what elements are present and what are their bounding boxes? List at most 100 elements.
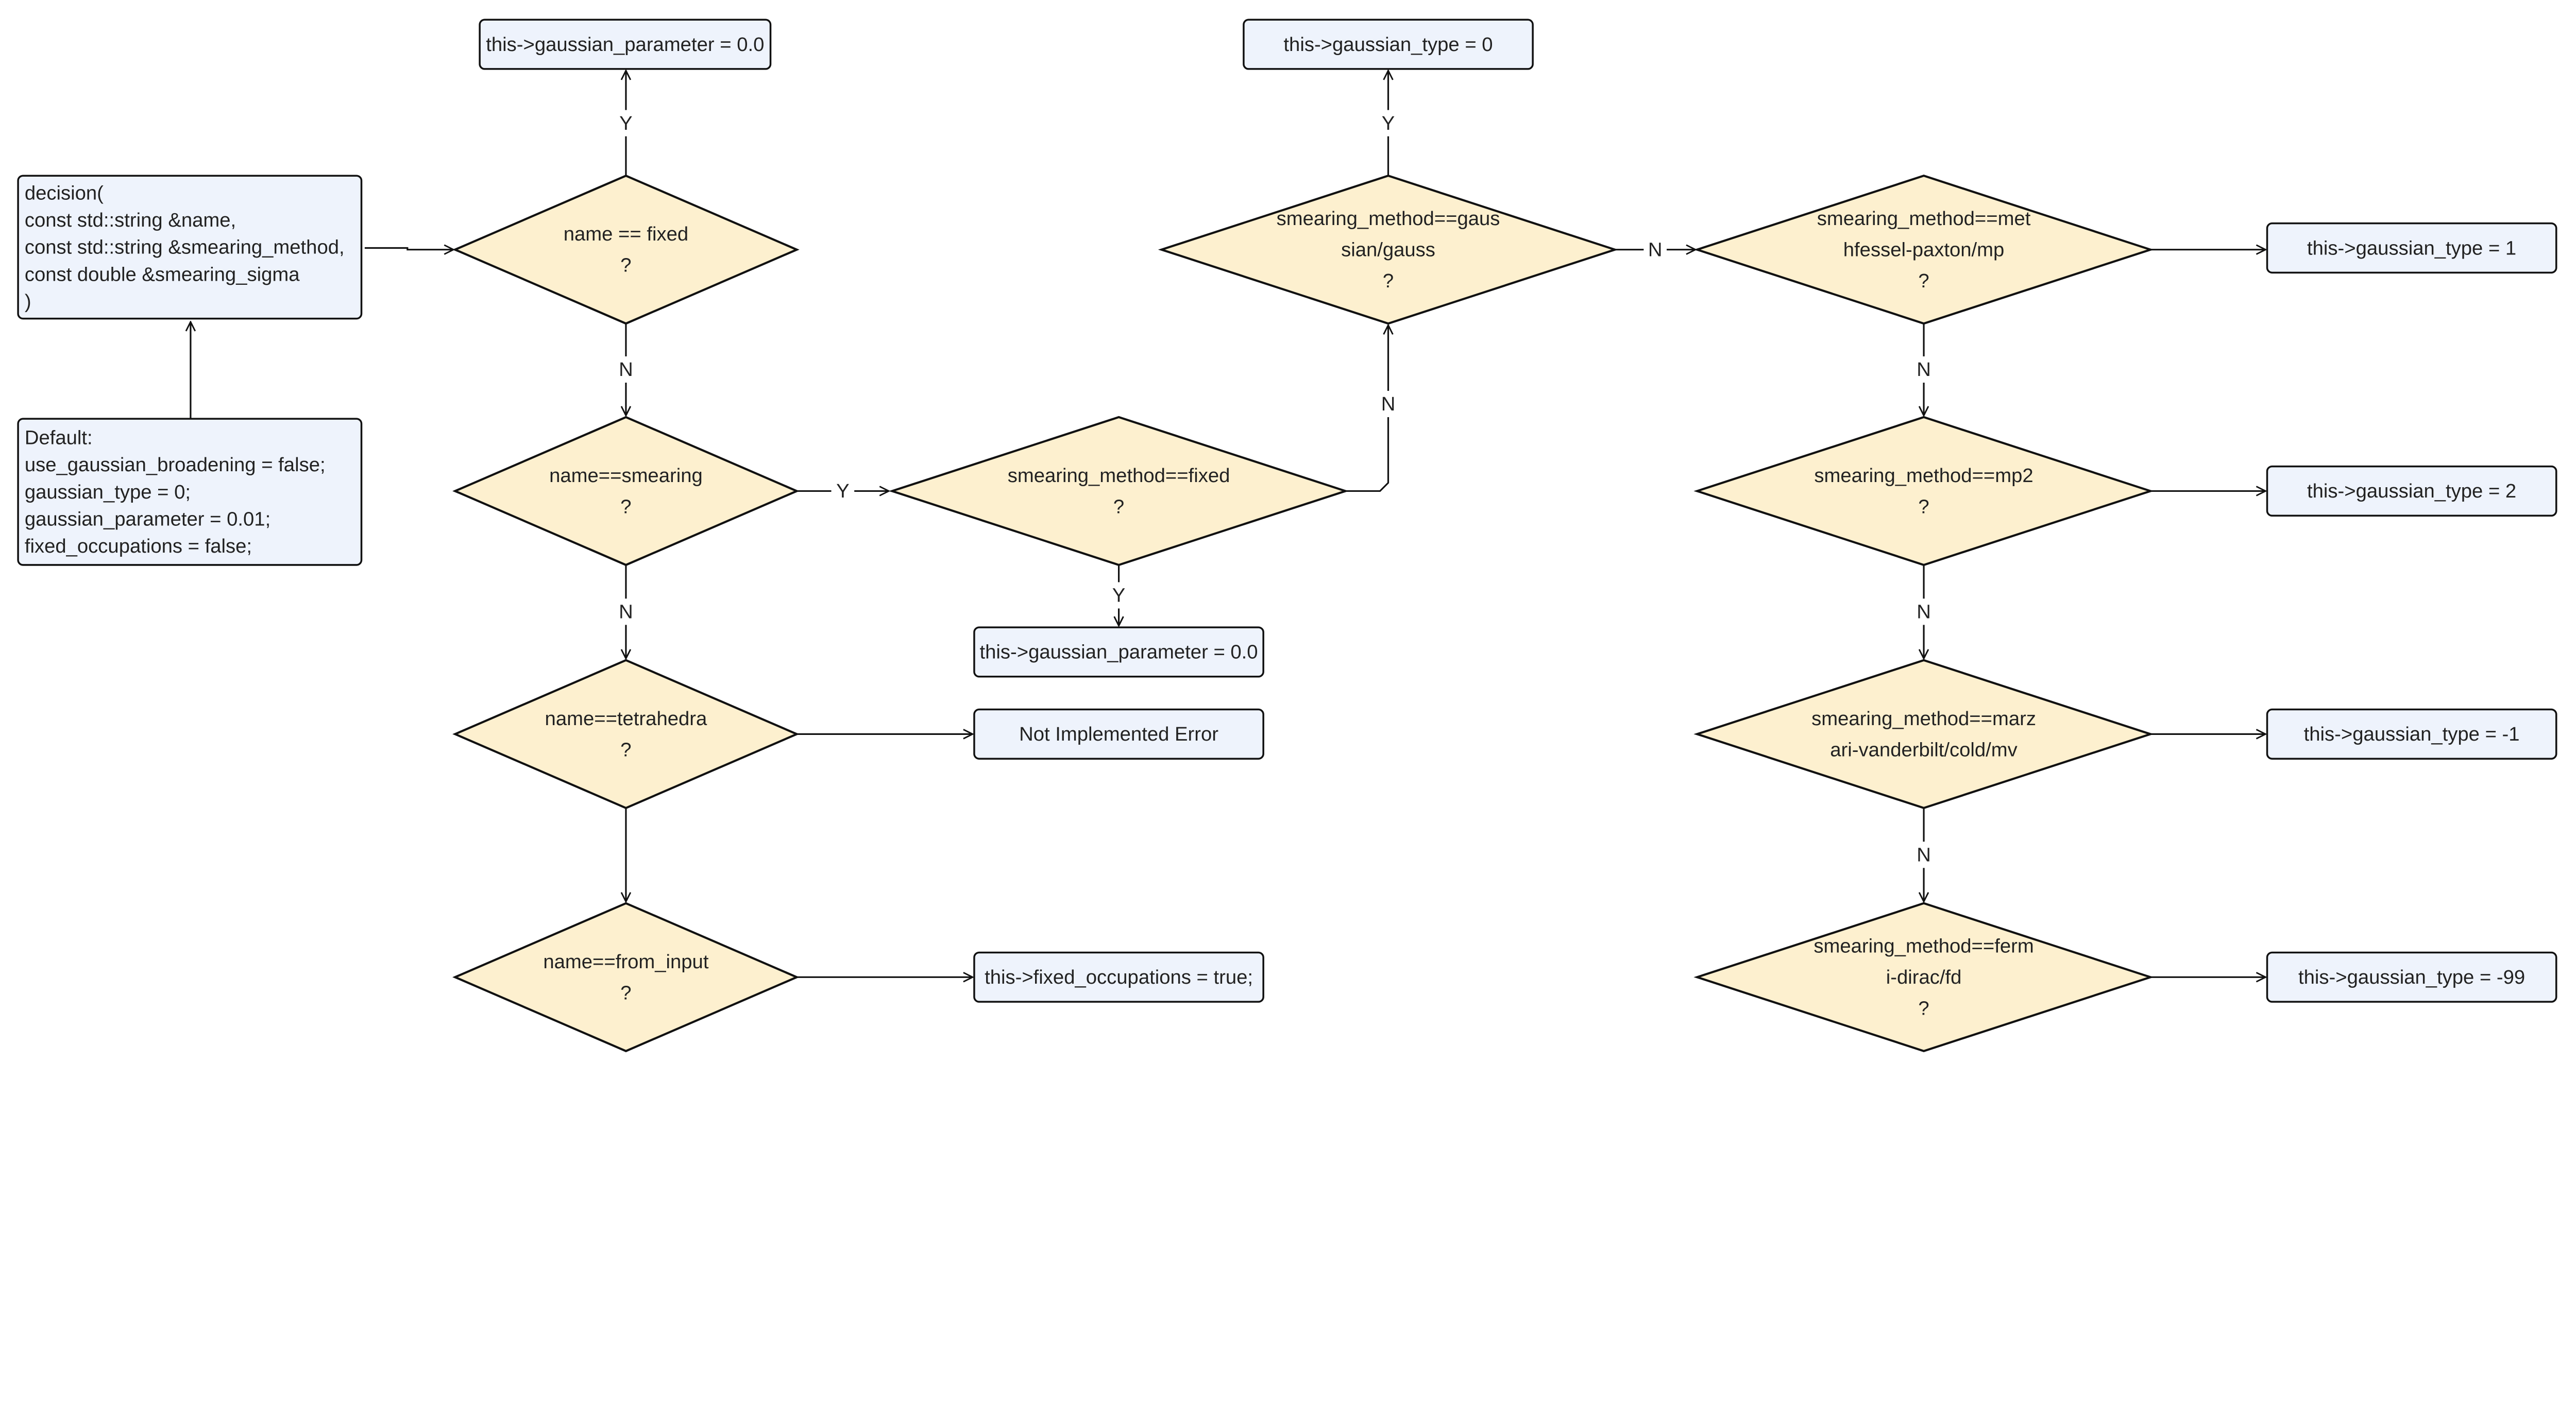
- label-bg: [1912, 356, 1936, 383]
- node-d-sm-fixed: smearing_method==fixed?: [888, 416, 1349, 567]
- node-text-line: name == fixed: [564, 223, 688, 245]
- decision-diamond: [1693, 416, 2154, 567]
- node-p-gtm1: this->gaussian_type = -1: [2266, 708, 2557, 760]
- node-text-line: fixed_occupations = false;: [25, 535, 252, 557]
- node-text-line: ?: [1383, 270, 1394, 292]
- decision-diamond: [1158, 175, 1619, 325]
- node-d-input: name==from_input?: [452, 902, 800, 1053]
- process-box: [17, 418, 363, 566]
- edge-label: N: [619, 358, 633, 381]
- label-bg: [831, 477, 855, 504]
- edge-d-sm-fixed-to-p-gp-mid: Y: [1107, 564, 1130, 626]
- connector-arrow: [364, 248, 453, 250]
- node-text-line: Not Implemented Error: [1019, 723, 1218, 745]
- node-p-gt1: this->gaussian_type = 1: [2266, 222, 2557, 274]
- node-text-line: ?: [1918, 495, 1929, 518]
- node-text-line: ?: [620, 254, 631, 277]
- node-text-line: hfessel-paxton/mp: [1843, 238, 2005, 261]
- node-p-nie: Not Implemented Error: [973, 708, 1264, 760]
- node-text-line: name==from_input: [543, 951, 708, 973]
- edge-label: Y: [836, 480, 850, 502]
- label-bg: [1912, 842, 1936, 868]
- node-text-line: sian/gauss: [1341, 238, 1435, 261]
- node-text-line: const double &smearing_sigma: [25, 263, 300, 285]
- node-text-line: const std::string &smearing_method,: [25, 236, 345, 259]
- node-text-line: this->gaussian_parameter = 0.0: [980, 641, 1258, 663]
- node-text-line: smearing_method==gaus: [1277, 208, 1500, 230]
- edge-d-gauss-to-d-mp: N: [1615, 236, 1696, 263]
- node-d-fd: smearing_method==ferm i-dirac/fd?: [1693, 902, 2154, 1052]
- label-bg: [1377, 110, 1400, 136]
- node-text-line: ?: [620, 982, 631, 1004]
- node-decision-fn: decision(const std::string &name,const s…: [17, 175, 363, 320]
- process-box: [17, 175, 363, 320]
- label-bg: [614, 110, 638, 136]
- edge-d-mp2-to-d-mv: N: [1912, 564, 1936, 659]
- node-text-line: name==smearing: [549, 465, 703, 487]
- node-text-line: smearing_method==mp2: [1814, 465, 2033, 487]
- node-p-fixocc: this->fixed_occupations = true;: [973, 951, 1264, 1003]
- process-box: [2266, 465, 2557, 517]
- edge-d-sm-fixed-to-d-gauss: N: [1345, 325, 1400, 492]
- node-p-gt0: this->gaussian_type = 0: [1243, 19, 1534, 70]
- node-text-line: i-dirac/fd: [1886, 966, 1962, 988]
- edge-label: Y: [1382, 112, 1395, 134]
- process-box: [973, 951, 1264, 1003]
- node-d-gauss: smearing_method==gaus sian/gauss?: [1158, 175, 1619, 325]
- edge-d-fixed-to-p-gp-top: Y: [614, 71, 638, 176]
- node-text-line: this->gaussian_type = -1: [2304, 723, 2520, 745]
- label-bg: [1643, 236, 1667, 263]
- edge-d-smearing-to-d-tetra: N: [614, 564, 638, 659]
- node-text-line: ?: [1918, 998, 1929, 1020]
- process-box: [973, 708, 1264, 760]
- edge-label: Y: [619, 112, 633, 134]
- decision-diamond: [888, 416, 1349, 567]
- node-text-line: smearing_method==fixed: [1008, 465, 1230, 487]
- label-bg: [1912, 598, 1936, 625]
- node-d-mv: smearing_method==marz ari-vanderbilt/cold…: [1693, 659, 2154, 810]
- edge-d-smearing-to-d-sm-fixed: Y: [796, 477, 889, 504]
- edge-label: Y: [1112, 585, 1126, 607]
- node-d-fixed: name == fixed?: [452, 174, 800, 325]
- decision-diamond: [452, 174, 800, 325]
- node-d-tetra: name==tetrahedra?: [452, 659, 800, 810]
- node-text-line: decision(: [25, 182, 104, 204]
- node-text-line: this->fixed_occupations = true;: [985, 966, 1253, 988]
- node-text-line: this->gaussian_parameter = 0.0: [486, 33, 764, 56]
- edge-label: N: [1917, 844, 1931, 866]
- edge-d-mp-to-d-mp2: N: [1912, 323, 1936, 416]
- node-text-line: gaussian_parameter = 0.01;: [25, 508, 270, 530]
- node-text-line: ari-vanderbilt/cold/mv: [1830, 739, 2018, 761]
- node-text-line: const std::string &name,: [25, 209, 236, 231]
- node-d-smearing: name==smearing?: [452, 416, 800, 567]
- decision-diamond: [452, 416, 800, 567]
- label-bg: [614, 598, 638, 625]
- node-text-line: Default:: [25, 427, 93, 449]
- decision-diamond: [1693, 659, 2154, 810]
- process-box: [2266, 951, 2557, 1003]
- node-text-line: ?: [620, 495, 631, 518]
- node-p-gt2: this->gaussian_type = 2: [2266, 465, 2557, 517]
- node-text-line: ?: [1918, 270, 1929, 292]
- node-text-line: use_gaussian_broadening = false;: [25, 454, 326, 476]
- process-box: [2266, 222, 2557, 274]
- process-box: [973, 626, 1264, 678]
- edge-decision-fn-to-d-fixed: [364, 248, 453, 250]
- decision-diamond: [452, 659, 800, 810]
- node-text-line: ?: [620, 739, 631, 761]
- process-box: [1243, 19, 1534, 70]
- edge-d-fixed-to-d-smearing: N: [614, 323, 638, 416]
- node-text-line: smearing_method==marz: [1811, 708, 2036, 730]
- edge-d-mv-to-d-fd: N: [1912, 808, 1936, 902]
- node-text-line: ?: [1113, 495, 1124, 518]
- label-bg: [614, 356, 638, 383]
- label-bg: [1377, 390, 1400, 417]
- process-box: [479, 19, 772, 70]
- label-bg: [1107, 582, 1130, 609]
- edge-label: N: [1648, 238, 1663, 261]
- node-text-line: this->gaussian_type = 2: [2307, 480, 2516, 502]
- edges-layer: Y N Y Y N Y N N N N N: [191, 71, 2265, 977]
- node-text-line: smearing_method==ferm: [1814, 935, 2033, 957]
- process-box: [2266, 708, 2557, 760]
